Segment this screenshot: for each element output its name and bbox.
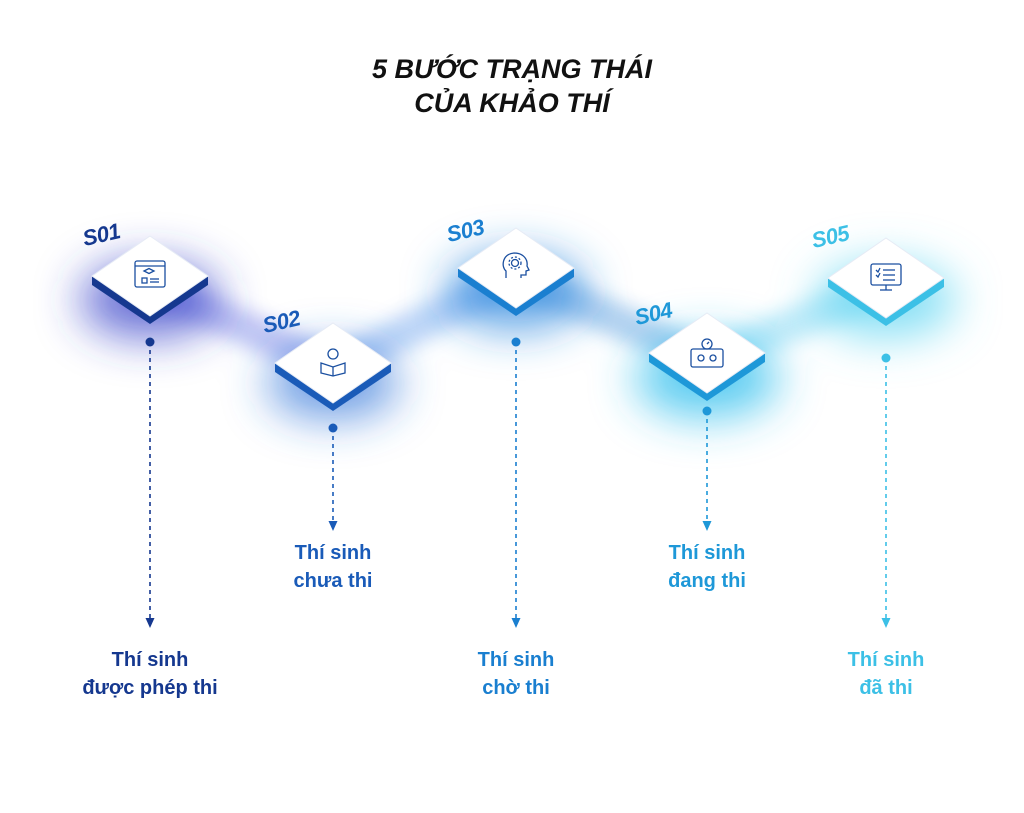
head-gear-icon	[502, 252, 530, 278]
timer-tablet-icon	[690, 338, 724, 368]
student-reading-icon	[320, 348, 346, 377]
caption-s05-line-2: đã thi	[859, 677, 913, 699]
step-card-s04	[648, 312, 766, 401]
connector-s01	[145, 337, 155, 628]
connector-s04	[702, 406, 712, 531]
caption-s01-line-2: được phép thi	[82, 677, 218, 699]
certificate-browser-icon	[134, 260, 166, 288]
connector-s05	[881, 353, 891, 628]
caption-s02-line-2: chưa thi	[293, 570, 373, 592]
caption-s03-line-1: Thí sinh	[477, 649, 555, 671]
caption-s02: Thí sinh chưa thi	[223, 539, 443, 595]
page-title: 5 BƯỚC TRẠNG THÁI CỦA KHẢO THÍ	[0, 52, 1024, 120]
step-card-s01	[91, 235, 209, 324]
caption-s05-line-1: Thí sinh	[847, 649, 925, 671]
connector-s03	[511, 337, 521, 628]
caption-s05: Thí sinh đã thi	[776, 646, 996, 702]
monitor-checklist-icon	[870, 263, 902, 291]
step-card-s02	[274, 322, 392, 411]
title-line-2: CỦA KHẢO THÍ	[414, 88, 610, 118]
step-card-s05	[827, 237, 945, 326]
caption-s04-line-2: đang thi	[668, 570, 746, 592]
caption-s03-line-2: chờ thi	[482, 677, 550, 699]
caption-s04: Thí sinh đang thi	[597, 539, 817, 595]
caption-s04-line-1: Thí sinh	[668, 542, 746, 564]
connector-s02	[328, 423, 338, 531]
connectors	[145, 337, 891, 628]
caption-s01-line-1: Thí sinh	[111, 649, 189, 671]
caption-s02-line-1: Thí sinh	[294, 542, 372, 564]
title-line-1: 5 BƯỚC TRẠNG THÁI	[372, 54, 652, 84]
step-card-s03	[457, 227, 575, 316]
caption-s01: Thí sinh được phép thi	[40, 646, 260, 702]
caption-s03: Thí sinh chờ thi	[406, 646, 626, 702]
